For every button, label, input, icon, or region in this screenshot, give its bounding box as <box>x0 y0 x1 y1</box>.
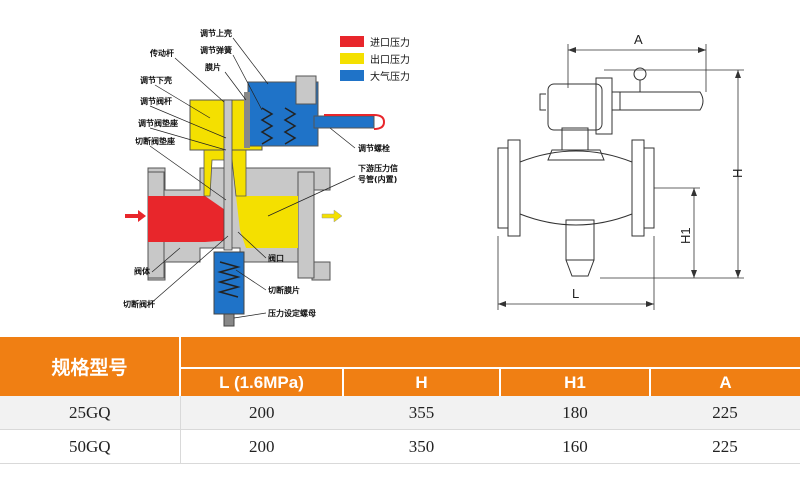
legend-swatch-outlet <box>340 53 364 64</box>
legend-outlet-label: 出口压力 <box>370 53 410 66</box>
table-row: 25GQ 200 355 180 225 <box>0 396 800 430</box>
cell-h: 355 <box>343 396 500 430</box>
label-lower-shell: 调节下壳 <box>140 75 172 85</box>
dim-label-h: H <box>730 169 745 178</box>
valve-diagrams: 传动杆 调节上壳 调节弹簧 膜片 调节下壳 调节阀杆 调节阀垫座 切断阀垫座 调… <box>123 28 745 327</box>
legend-swatch-atmos <box>340 70 364 81</box>
label-valve-port: 阀口 <box>268 253 284 263</box>
cell-l: 200 <box>179 429 343 464</box>
outlet-arrow <box>321 209 343 223</box>
header-spacer <box>180 337 800 368</box>
label-adjust-bolt: 调节螺栓 <box>358 143 390 153</box>
dim-handle <box>612 91 704 111</box>
dim-left-flange-face <box>497 147 509 229</box>
header-col-a: A <box>649 367 800 396</box>
legend-atmos-label: 大气压力 <box>370 70 410 83</box>
label-valve-rod: 调节阀杆 <box>140 96 172 106</box>
dim-head <box>547 83 603 131</box>
dim-left-flange <box>507 139 521 237</box>
label-cutoff-diaphragm: 切断膜片 <box>268 285 300 295</box>
label-valve-body: 阀体 <box>134 266 151 276</box>
label-cutoff-rod: 切断阀杆 <box>123 299 155 309</box>
label-diaphragm: 膜片 <box>205 62 221 72</box>
cutoff-spring <box>217 261 241 298</box>
header-col-h1: H1 <box>499 367 650 396</box>
label-valve-seat-pad: 调节阀垫座 <box>138 118 178 128</box>
inlet-arrow <box>125 210 146 222</box>
label-downstream-pipe-2: 号管(内置) <box>358 174 397 184</box>
label-upper-shell: 调节上壳 <box>200 28 232 38</box>
adjust-bolt-shape <box>313 115 375 129</box>
outlet-region <box>236 196 298 248</box>
spec-table: 规格型号 L (1.6MPa) H H1 A 25GQ 200 355 180 … <box>0 337 800 464</box>
dimension-drawing <box>497 44 744 310</box>
dim-neck <box>561 127 589 151</box>
label-drive-rod: 传动杆 <box>149 48 174 58</box>
cell-a: 225 <box>650 429 800 464</box>
table-row: 50GQ 200 350 160 225 <box>0 429 800 464</box>
dim-bottom-cylinder <box>565 219 595 261</box>
dim-label-h1: H1 <box>678 227 693 244</box>
label-pressure-screw: 压力设定螺母 <box>268 308 316 318</box>
cutoff-housing <box>213 251 245 315</box>
pressure-screw-shape <box>223 313 235 327</box>
header-col-l: L (1.6MPa) <box>179 367 343 396</box>
cell-a: 225 <box>650 396 800 430</box>
dim-right-flange-face <box>643 147 655 229</box>
label-downstream-pipe-1: 下游压力信 <box>358 163 398 173</box>
label-reg-spring: 调节弹簧 <box>200 45 232 55</box>
header-model: 规格型号 <box>0 337 181 396</box>
cross-section-diagram: 传动杆 调节上壳 调节弹簧 膜片 调节下壳 调节阀杆 调节阀垫座 切断阀垫座 调… <box>123 28 410 327</box>
inlet-region <box>148 196 232 242</box>
cell-model: 50GQ <box>0 429 180 464</box>
valve-stem-shape <box>223 99 233 251</box>
cell-l: 200 <box>179 396 343 430</box>
label-cutoff-seat-pad: 切断阀垫座 <box>135 136 175 146</box>
legend-inlet-label: 进口压力 <box>370 36 410 49</box>
dim-label-l: L <box>572 286 579 301</box>
right-flange <box>297 171 315 279</box>
pressure-legend: 进口压力 出口压力 大气压力 <box>340 36 410 83</box>
diagram-area: 传动杆 调节上壳 调节弹簧 膜片 调节下壳 调节阀杆 调节阀垫座 切断阀垫座 调… <box>123 28 745 327</box>
header-col-h: H <box>342 367 500 396</box>
dim-body <box>519 150 633 226</box>
dim-head-plate <box>595 77 613 135</box>
cell-h1: 160 <box>500 429 650 464</box>
regulator-spring <box>260 107 297 145</box>
cell-h1: 180 <box>500 396 650 430</box>
top-cap <box>295 75 317 105</box>
cell-model: 25GQ <box>0 396 180 430</box>
diaphragm-shape <box>244 92 250 148</box>
legend-swatch-inlet <box>340 36 364 47</box>
dim-right-flange <box>631 139 645 237</box>
cell-h: 350 <box>343 429 500 464</box>
dim-label-a: A <box>634 32 643 47</box>
